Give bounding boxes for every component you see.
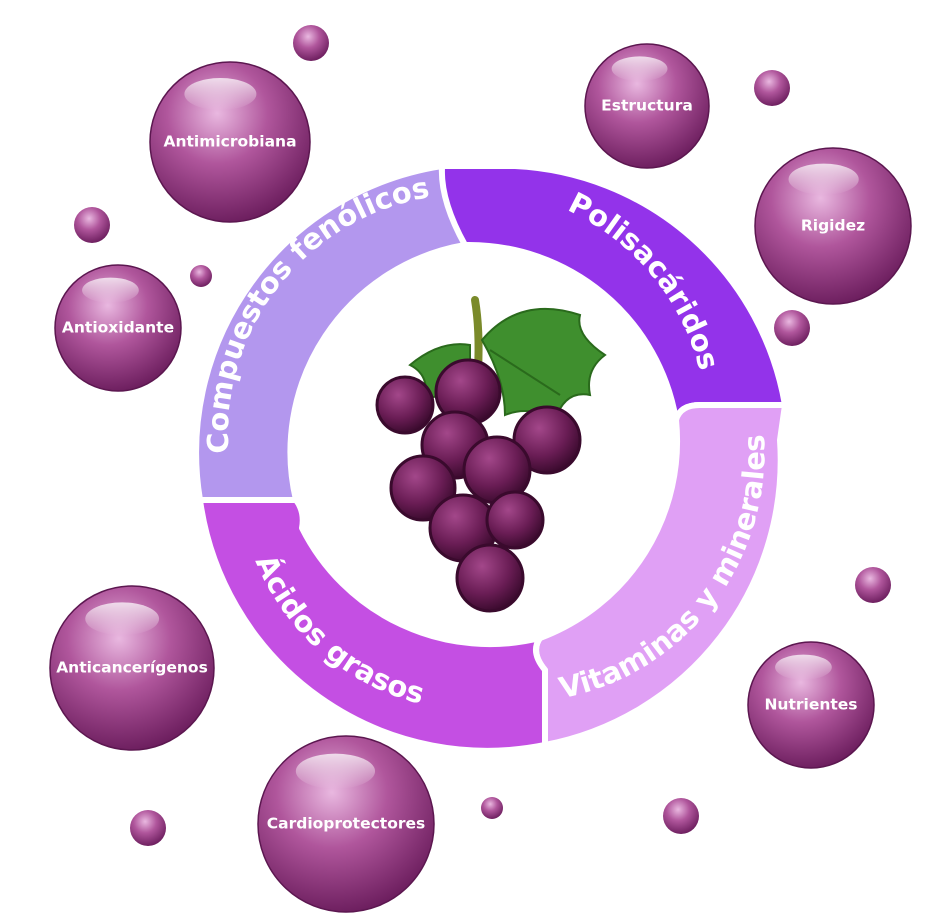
segment-acidos[interactable] <box>197 497 548 754</box>
bubble-rigidez: Rigidez <box>754 147 912 305</box>
bubble-cardioprotectores: Cardioprotectores <box>257 735 435 913</box>
decorative-dots <box>74 25 891 846</box>
bubble-label-cardioprotectores: Cardioprotectores <box>267 815 425 833</box>
bubble-label-antioxidante: Antioxidante <box>62 319 174 337</box>
decorative-dot <box>130 810 166 846</box>
decorative-dot <box>663 798 699 834</box>
bubble-label-estructura: Estructura <box>601 97 693 115</box>
grape-icon <box>375 296 607 613</box>
decorative-dot <box>293 25 329 61</box>
bubble-antioxidante: Antioxidante <box>54 264 182 392</box>
decorative-dot <box>74 207 110 243</box>
bubble-estructura: Estructura <box>584 43 710 169</box>
bubble-nutrientes: Nutrientes <box>747 641 875 769</box>
decorative-dot <box>754 70 790 106</box>
bubble-layer: Antimicrobiana EstructuraRigidezAntioxida… <box>49 43 912 913</box>
compound-ring <box>193 163 788 754</box>
bubble-anticancerigenos: Anticancerígenos <box>49 585 215 751</box>
bubble-label-nutrientes: Nutrientes <box>764 696 857 714</box>
decorative-dot <box>481 797 503 819</box>
bubble-antimicrobiana: Antimicrobiana <box>149 61 311 223</box>
segment-fenolicos[interactable] <box>193 163 468 503</box>
decorative-dot <box>190 265 212 287</box>
bubble-label-antimicrobiana: Antimicrobiana <box>163 133 296 151</box>
bubble-label-rigidez: Rigidez <box>801 217 865 235</box>
decorative-dot <box>774 310 810 346</box>
bubble-label-anticancerigenos: Anticancerígenos <box>56 659 208 677</box>
decorative-dot <box>855 567 891 603</box>
